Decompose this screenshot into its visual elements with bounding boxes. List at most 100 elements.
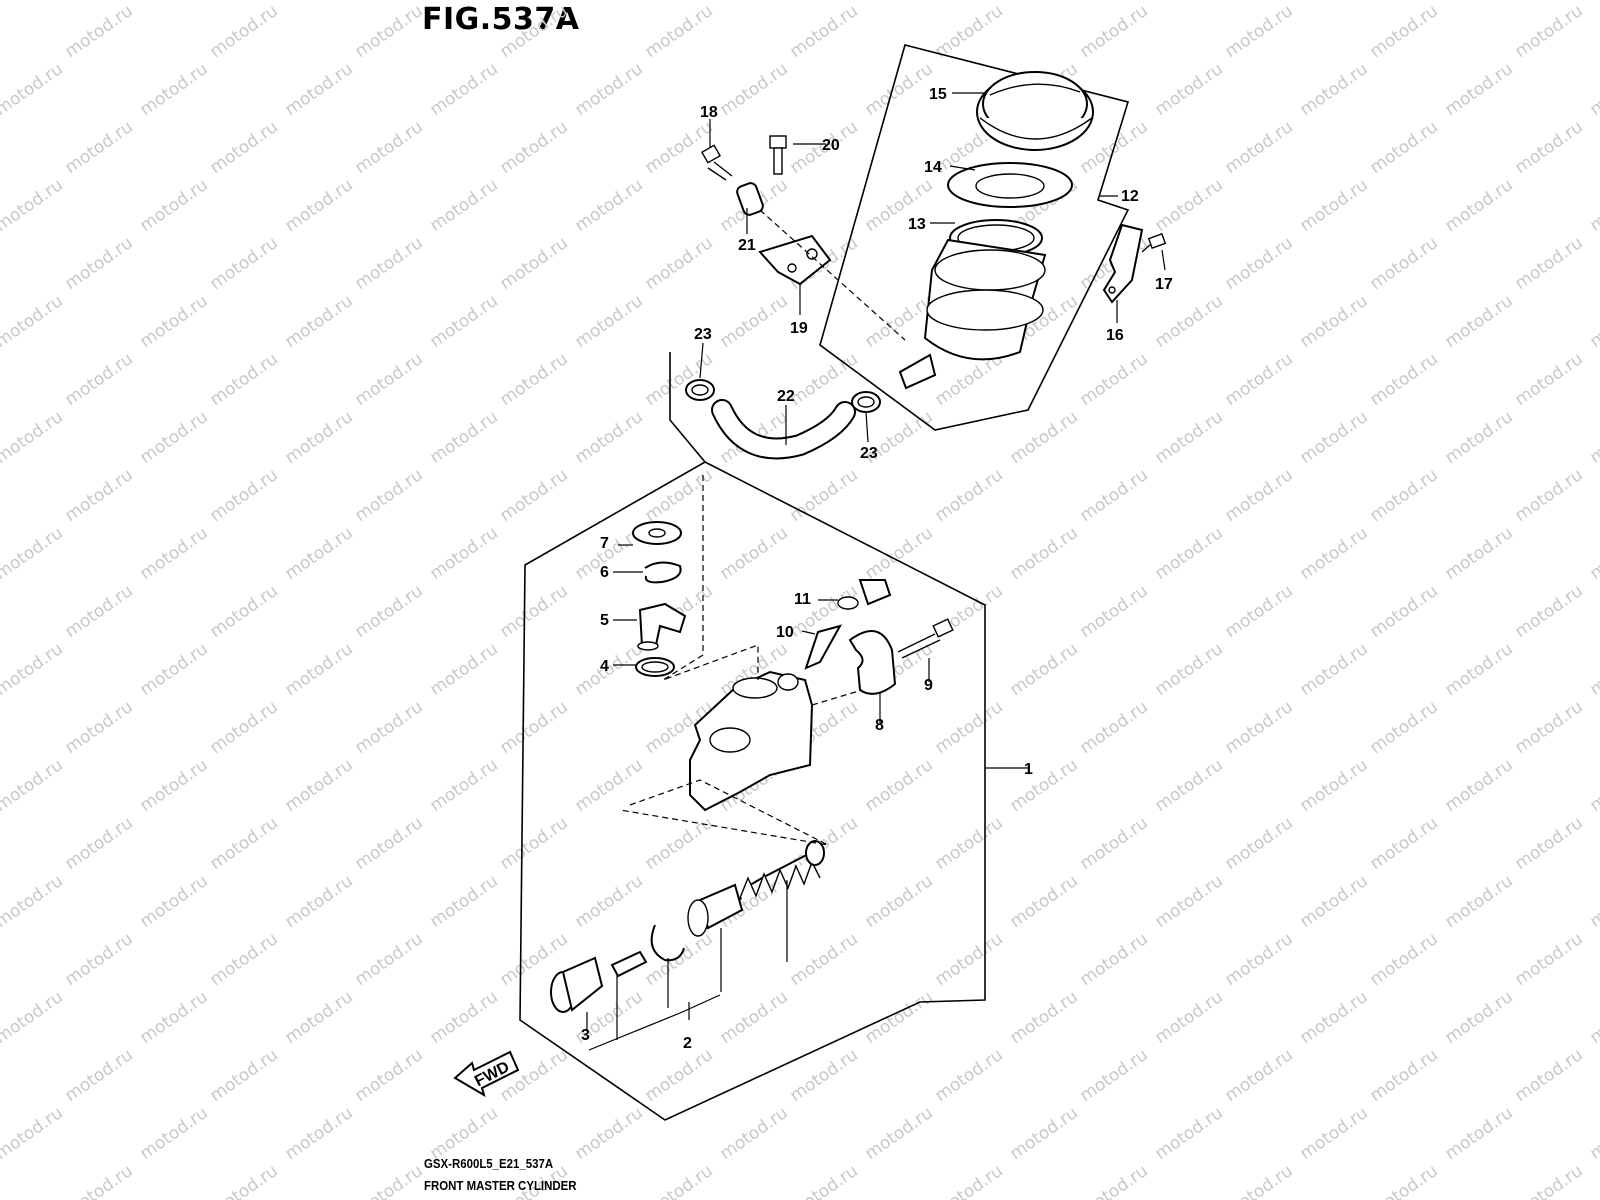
watermark-text: motod.ru bbox=[281, 871, 356, 932]
watermark-text: motod.ru bbox=[1221, 581, 1296, 642]
watermark-text: motod.ru bbox=[1296, 291, 1371, 352]
watermark-text: motod.ru bbox=[1441, 407, 1516, 468]
piston-assembly-part bbox=[550, 840, 825, 1013]
watermark-text: motod.ru bbox=[931, 1161, 1006, 1200]
watermark-text: motod.ru bbox=[0, 639, 67, 700]
watermark-text: motod.ru bbox=[426, 871, 501, 932]
watermark-text: motod.ru bbox=[206, 349, 281, 410]
watermark-text: motod.ru bbox=[1441, 871, 1516, 932]
watermark-text: motod.ru bbox=[1076, 465, 1151, 526]
watermark-text: motod.ru bbox=[281, 755, 356, 816]
hose-clamp-part bbox=[851, 391, 881, 413]
watermark-text: motod.ru bbox=[1076, 1, 1151, 62]
watermark-text: motod.ru bbox=[61, 465, 136, 526]
reservoir-screw-part bbox=[1141, 233, 1167, 253]
master-cylinder-frame bbox=[519, 461, 986, 1121]
watermark-text: motod.ru bbox=[281, 987, 356, 1048]
bolt-part bbox=[769, 135, 787, 175]
callout-13: 13 bbox=[908, 216, 926, 233]
watermark-text: motod.ru bbox=[1441, 639, 1516, 700]
watermark-text: motod.ru bbox=[61, 349, 136, 410]
callout-23-lower: 23 bbox=[860, 445, 878, 462]
watermark-text: motod.ru bbox=[426, 0, 501, 4]
watermark-text: motod.ru bbox=[1586, 987, 1600, 1048]
watermark-text: motod.ru bbox=[1366, 929, 1441, 990]
watermark-text: motod.ru bbox=[1366, 581, 1441, 642]
reservoir-frame bbox=[819, 44, 1130, 431]
watermark-text: motod.ru bbox=[1221, 1045, 1296, 1106]
watermark-text: motod.ru bbox=[716, 291, 791, 352]
callout-7: 7 bbox=[600, 535, 609, 552]
watermark-text: motod.ru bbox=[1151, 407, 1226, 468]
watermark-text: motod.ru bbox=[1366, 349, 1441, 410]
washer-part bbox=[632, 521, 682, 545]
callout-23-upper: 23 bbox=[694, 326, 712, 343]
watermark-text: motod.ru bbox=[1586, 523, 1600, 584]
watermark-text: motod.ru bbox=[931, 697, 1006, 758]
watermark-text: motod.ru bbox=[1296, 175, 1371, 236]
watermark-text: motod.ru bbox=[0, 291, 67, 352]
watermark-text: motod.ru bbox=[281, 407, 356, 468]
watermark-text: motod.ru bbox=[1076, 929, 1151, 990]
watermark-text: motod.ru bbox=[641, 813, 716, 874]
watermark-text: motod.ru bbox=[1511, 697, 1586, 758]
watermark-text: motod.ru bbox=[571, 639, 646, 700]
watermark-text: motod.ru bbox=[861, 987, 936, 1048]
bolt-part bbox=[700, 144, 733, 181]
watermark-text: motod.ru bbox=[1511, 465, 1586, 526]
callout-18: 18 bbox=[700, 104, 718, 121]
watermark-text: motod.ru bbox=[1221, 929, 1296, 990]
watermark-text: motod.ru bbox=[786, 1045, 861, 1106]
watermark-text: motod.ru bbox=[1151, 523, 1226, 584]
leader-lines bbox=[586, 92, 1166, 1051]
watermark-text: motod.ru bbox=[716, 1103, 791, 1164]
watermark-text: motod.ru bbox=[281, 1103, 356, 1164]
watermark-text: motod.ru bbox=[136, 639, 211, 700]
watermark-text: motod.ru bbox=[206, 117, 281, 178]
watermark-text: motod.ru bbox=[1366, 1161, 1441, 1200]
watermark-text: motod.ru bbox=[426, 987, 501, 1048]
watermark-text: motod.ru bbox=[206, 1045, 281, 1106]
callout-4: 4 bbox=[600, 658, 609, 675]
watermark-text: motod.ru bbox=[496, 465, 571, 526]
watermark-text: motod.ru bbox=[136, 59, 211, 120]
callout-19: 19 bbox=[790, 320, 808, 337]
mounting-bracket-part bbox=[758, 234, 832, 286]
watermark-text: motod.ru bbox=[1151, 0, 1226, 4]
watermark-text: motod.ru bbox=[496, 697, 571, 758]
watermark-text: motod.ru bbox=[571, 175, 646, 236]
hose-part bbox=[711, 399, 856, 460]
bleeder-cap-part bbox=[837, 579, 892, 610]
watermark-text: motod.ru bbox=[206, 929, 281, 990]
watermark-text: motod.ru bbox=[426, 1103, 501, 1164]
watermark-text: motod.ru bbox=[206, 1161, 281, 1200]
watermark-text: motod.ru bbox=[931, 813, 1006, 874]
watermark-text: motod.ru bbox=[0, 175, 67, 236]
watermark-text: motod.ru bbox=[136, 0, 211, 4]
figure-code: GSX-R600L5_E21_537A bbox=[424, 1156, 554, 1171]
watermark-text: motod.ru bbox=[1586, 1103, 1600, 1164]
watermark-text: motod.ru bbox=[0, 0, 67, 4]
watermark-text: motod.ru bbox=[1296, 0, 1371, 4]
hose-fitting-part bbox=[637, 602, 687, 651]
watermark-text: motod.ru bbox=[641, 1161, 716, 1200]
watermark-text: motod.ru bbox=[861, 755, 936, 816]
watermark-text: motod.ru bbox=[206, 233, 281, 294]
watermark-text: motod.ru bbox=[1511, 1045, 1586, 1106]
watermark-text: motod.ru bbox=[1441, 755, 1516, 816]
watermark-text: motod.ru bbox=[281, 523, 356, 584]
watermark-text: motod.ru bbox=[1151, 1103, 1226, 1164]
watermark-text: motod.ru bbox=[1076, 349, 1151, 410]
watermark-text: motod.ru bbox=[1586, 0, 1600, 4]
watermark-text: motod.ru bbox=[1296, 523, 1371, 584]
watermark-text: motod.ru bbox=[716, 59, 791, 120]
watermark-text: motod.ru bbox=[571, 871, 646, 932]
watermark-text: motod.ru bbox=[1366, 465, 1441, 526]
callout-22: 22 bbox=[777, 388, 795, 405]
watermark-text: motod.ru bbox=[1511, 581, 1586, 642]
watermark-text: motod.ru bbox=[1151, 639, 1226, 700]
watermark-text: motod.ru bbox=[861, 871, 936, 932]
watermark-text: motod.ru bbox=[1006, 0, 1081, 4]
watermark-text: motod.ru bbox=[1586, 291, 1600, 352]
watermark-text: motod.ru bbox=[1296, 59, 1371, 120]
